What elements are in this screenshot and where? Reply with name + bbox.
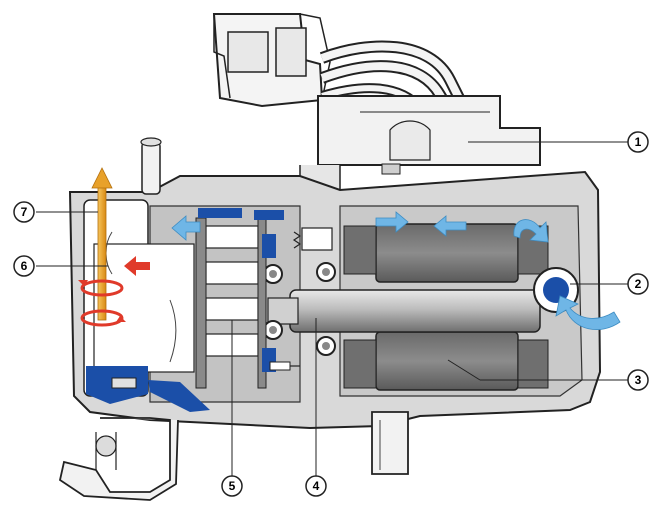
electric-motor	[343, 223, 549, 391]
callout-2: 2	[627, 273, 649, 295]
cable-bundle	[319, 40, 476, 125]
svg-text:7: 7	[21, 205, 28, 219]
callout-5: 5	[221, 475, 243, 497]
svg-text:5: 5	[229, 479, 236, 493]
electrical-connector	[212, 13, 331, 108]
drive-shaft	[267, 289, 541, 333]
refrigerant-passages	[86, 208, 284, 412]
callout-6: 6	[13, 255, 35, 277]
airflow-arrows	[171, 211, 621, 330]
oil-swirl	[78, 279, 126, 327]
control-housing	[299, 95, 541, 191]
svg-text:2: 2	[635, 277, 642, 291]
mounting-bracket-left	[58, 417, 179, 501]
svg-text:1: 1	[635, 135, 642, 149]
callout-7: 7	[13, 201, 35, 223]
discharge-port	[140, 137, 162, 195]
oil-flow-arrow	[91, 167, 113, 321]
leader-lines	[36, 141, 628, 476]
callout-4: 4	[305, 475, 327, 497]
svg-text:6: 6	[21, 259, 28, 273]
svg-text:3: 3	[635, 373, 642, 387]
inlet-red-arrow	[124, 256, 150, 276]
valve-spring	[269, 227, 333, 371]
svg-text:4: 4	[313, 479, 320, 493]
bearings	[263, 262, 336, 356]
mounting-bracket-right	[371, 411, 409, 475]
callout-3: 3	[627, 369, 649, 391]
callout-1: 1	[627, 131, 649, 153]
